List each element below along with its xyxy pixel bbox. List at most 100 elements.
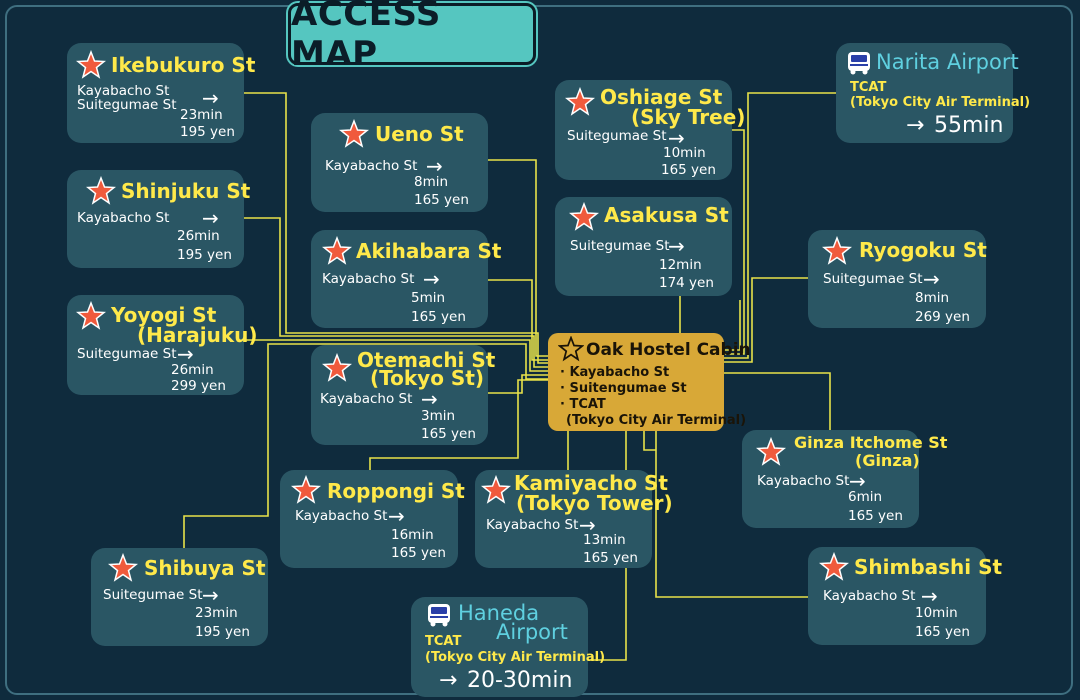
station-time: 13min [583,532,626,548]
tcat-full: (Tokyo City Air Terminal) [425,650,606,665]
station-from: Kayabacho St [322,271,415,287]
line-ueno [488,159,548,357]
airport-name-sub: Airport [496,620,568,644]
station-from: Kayabacho St [77,83,170,99]
right-arrow-icon: → [202,86,219,110]
station-fare: 165 yen [915,624,970,640]
station-from: Kayabacho St [325,158,418,174]
station-card-shibuya: Shibuya St Suitegumae St → 23min 195 yen [91,548,268,646]
station-from: Kayabacho St [77,210,170,226]
hub-name: Oak Hostel Cabin [586,340,751,360]
bus-icon [428,604,450,627]
right-arrow-icon: → [906,113,925,138]
star-icon [756,437,786,466]
station-fare: 165 yen [421,426,476,442]
hub-star-icon [558,336,584,362]
station-name: Ueno St [375,122,464,146]
station-card-yoyogi: Yoyogi St (Harajuku) Suitegumae St → 26m… [67,295,258,395]
station-fare: 299 yen [171,378,226,394]
station-card-otemachi: Otemachi St (Tokyo St) Kayabacho St → 3m… [311,345,495,445]
star-icon [569,202,599,231]
station-fare: 165 yen [583,550,638,566]
station-name: Oshiage St [600,85,723,109]
star-icon [322,353,352,382]
airport-time: 20-30min [467,668,573,693]
hub-oak-hostel: Oak Hostel Cabin · Kayabacho St · Suiten… [548,333,751,431]
station-time: 3min [421,408,456,424]
station-name: Asakusa St [604,203,729,227]
station-fare: 195 yen [177,247,232,263]
line-ginza [724,372,831,430]
airport-card-narita: Narita Airport TCAT (Tokyo City Air Term… [836,43,1030,143]
right-arrow-icon: → [202,583,219,607]
star-icon [108,553,138,582]
star-icon [339,119,369,148]
station-time: 26min [177,228,220,244]
station-name: Ginza Itchome St [794,433,948,452]
hub-line-1: · Kayabacho St [560,365,670,380]
station-time: 8min [915,290,950,306]
station-from: Suitegumae St [567,128,667,144]
station-from: Suitegumae St [103,587,203,603]
page-title: ACCESS MAP [288,0,536,74]
station-card-ryogoku: Ryogoku St Suitegumae St → 8min 269 yen [808,230,987,328]
station-from: Suitegumae St [570,238,670,254]
star-icon [481,475,511,504]
station-name-sub: (Harajuku) [137,323,258,347]
station-fare: 165 yen [661,162,716,178]
station-from: Kayabacho St [757,473,850,489]
airport-card-haneda: Haneda Airport TCAT (Tokyo City Air Term… [411,597,605,697]
station-name: Ryogoku St [859,238,987,262]
line-shinjuku [244,217,548,368]
station-name: Ikebukuro St [111,53,256,77]
hub-line-4: (Tokyo City Air Terminal) [566,413,747,428]
line-akihabara [488,279,548,361]
station-time: 10min [663,145,706,161]
station-fare: 165 yen [411,309,466,325]
right-arrow-icon: → [421,387,438,411]
station-time: 5min [411,290,446,306]
star-icon [565,87,595,116]
station-fare: 269 yen [915,309,970,325]
station-time: 8min [414,174,449,190]
station-name-sub: (Ginza) [855,451,920,470]
station-time: 26min [171,362,214,378]
star-icon [819,552,849,581]
tcat-full: (Tokyo City Air Terminal) [850,95,1031,110]
line-otemachi [488,374,548,394]
star-icon [291,475,321,504]
station-time: 10min [915,605,958,621]
station-from: Kayabacho St [295,508,388,524]
station-card-kamiyacho: Kamiyacho St (Tokyo Tower) Kayabacho St … [475,470,673,568]
station-card-ueno: Ueno St Kayabacho St → 8min 165 yen [311,113,488,212]
station-time: 23min [195,605,238,621]
station-time: 6min [848,489,883,505]
right-arrow-icon: → [579,513,596,537]
right-arrow-icon: → [202,206,219,230]
station-card-asakusa: Asakusa St Suitegumae St → 12min 174 yen [555,197,732,296]
station-fare: 165 yen [414,192,469,208]
star-icon [76,301,106,330]
station-fare: 174 yen [659,275,714,291]
station-fare: 195 yen [180,124,235,140]
station-from: Suitegumae St [823,271,923,287]
star-icon [822,236,852,265]
right-arrow-icon: → [668,126,685,150]
station-name: Otemachi St [357,348,496,372]
station-time: 16min [391,527,434,543]
hub-line-3: · TCAT [560,397,606,412]
right-arrow-icon: → [921,584,938,608]
station-from: Kayabacho St [486,517,579,533]
station-name-sub: (Tokyo Tower) [516,491,673,515]
station-name: Shibuya St [144,556,266,580]
star-icon [322,236,352,265]
right-arrow-icon: → [426,154,443,178]
bus-icon [848,52,870,75]
right-arrow-icon: → [177,342,194,366]
tcat-label: TCAT [425,634,462,649]
line-yoyogi [244,339,548,372]
right-arrow-icon: → [849,469,866,493]
station-from: Kayabacho St [823,588,916,604]
station-name: Shimbashi St [854,555,1003,579]
